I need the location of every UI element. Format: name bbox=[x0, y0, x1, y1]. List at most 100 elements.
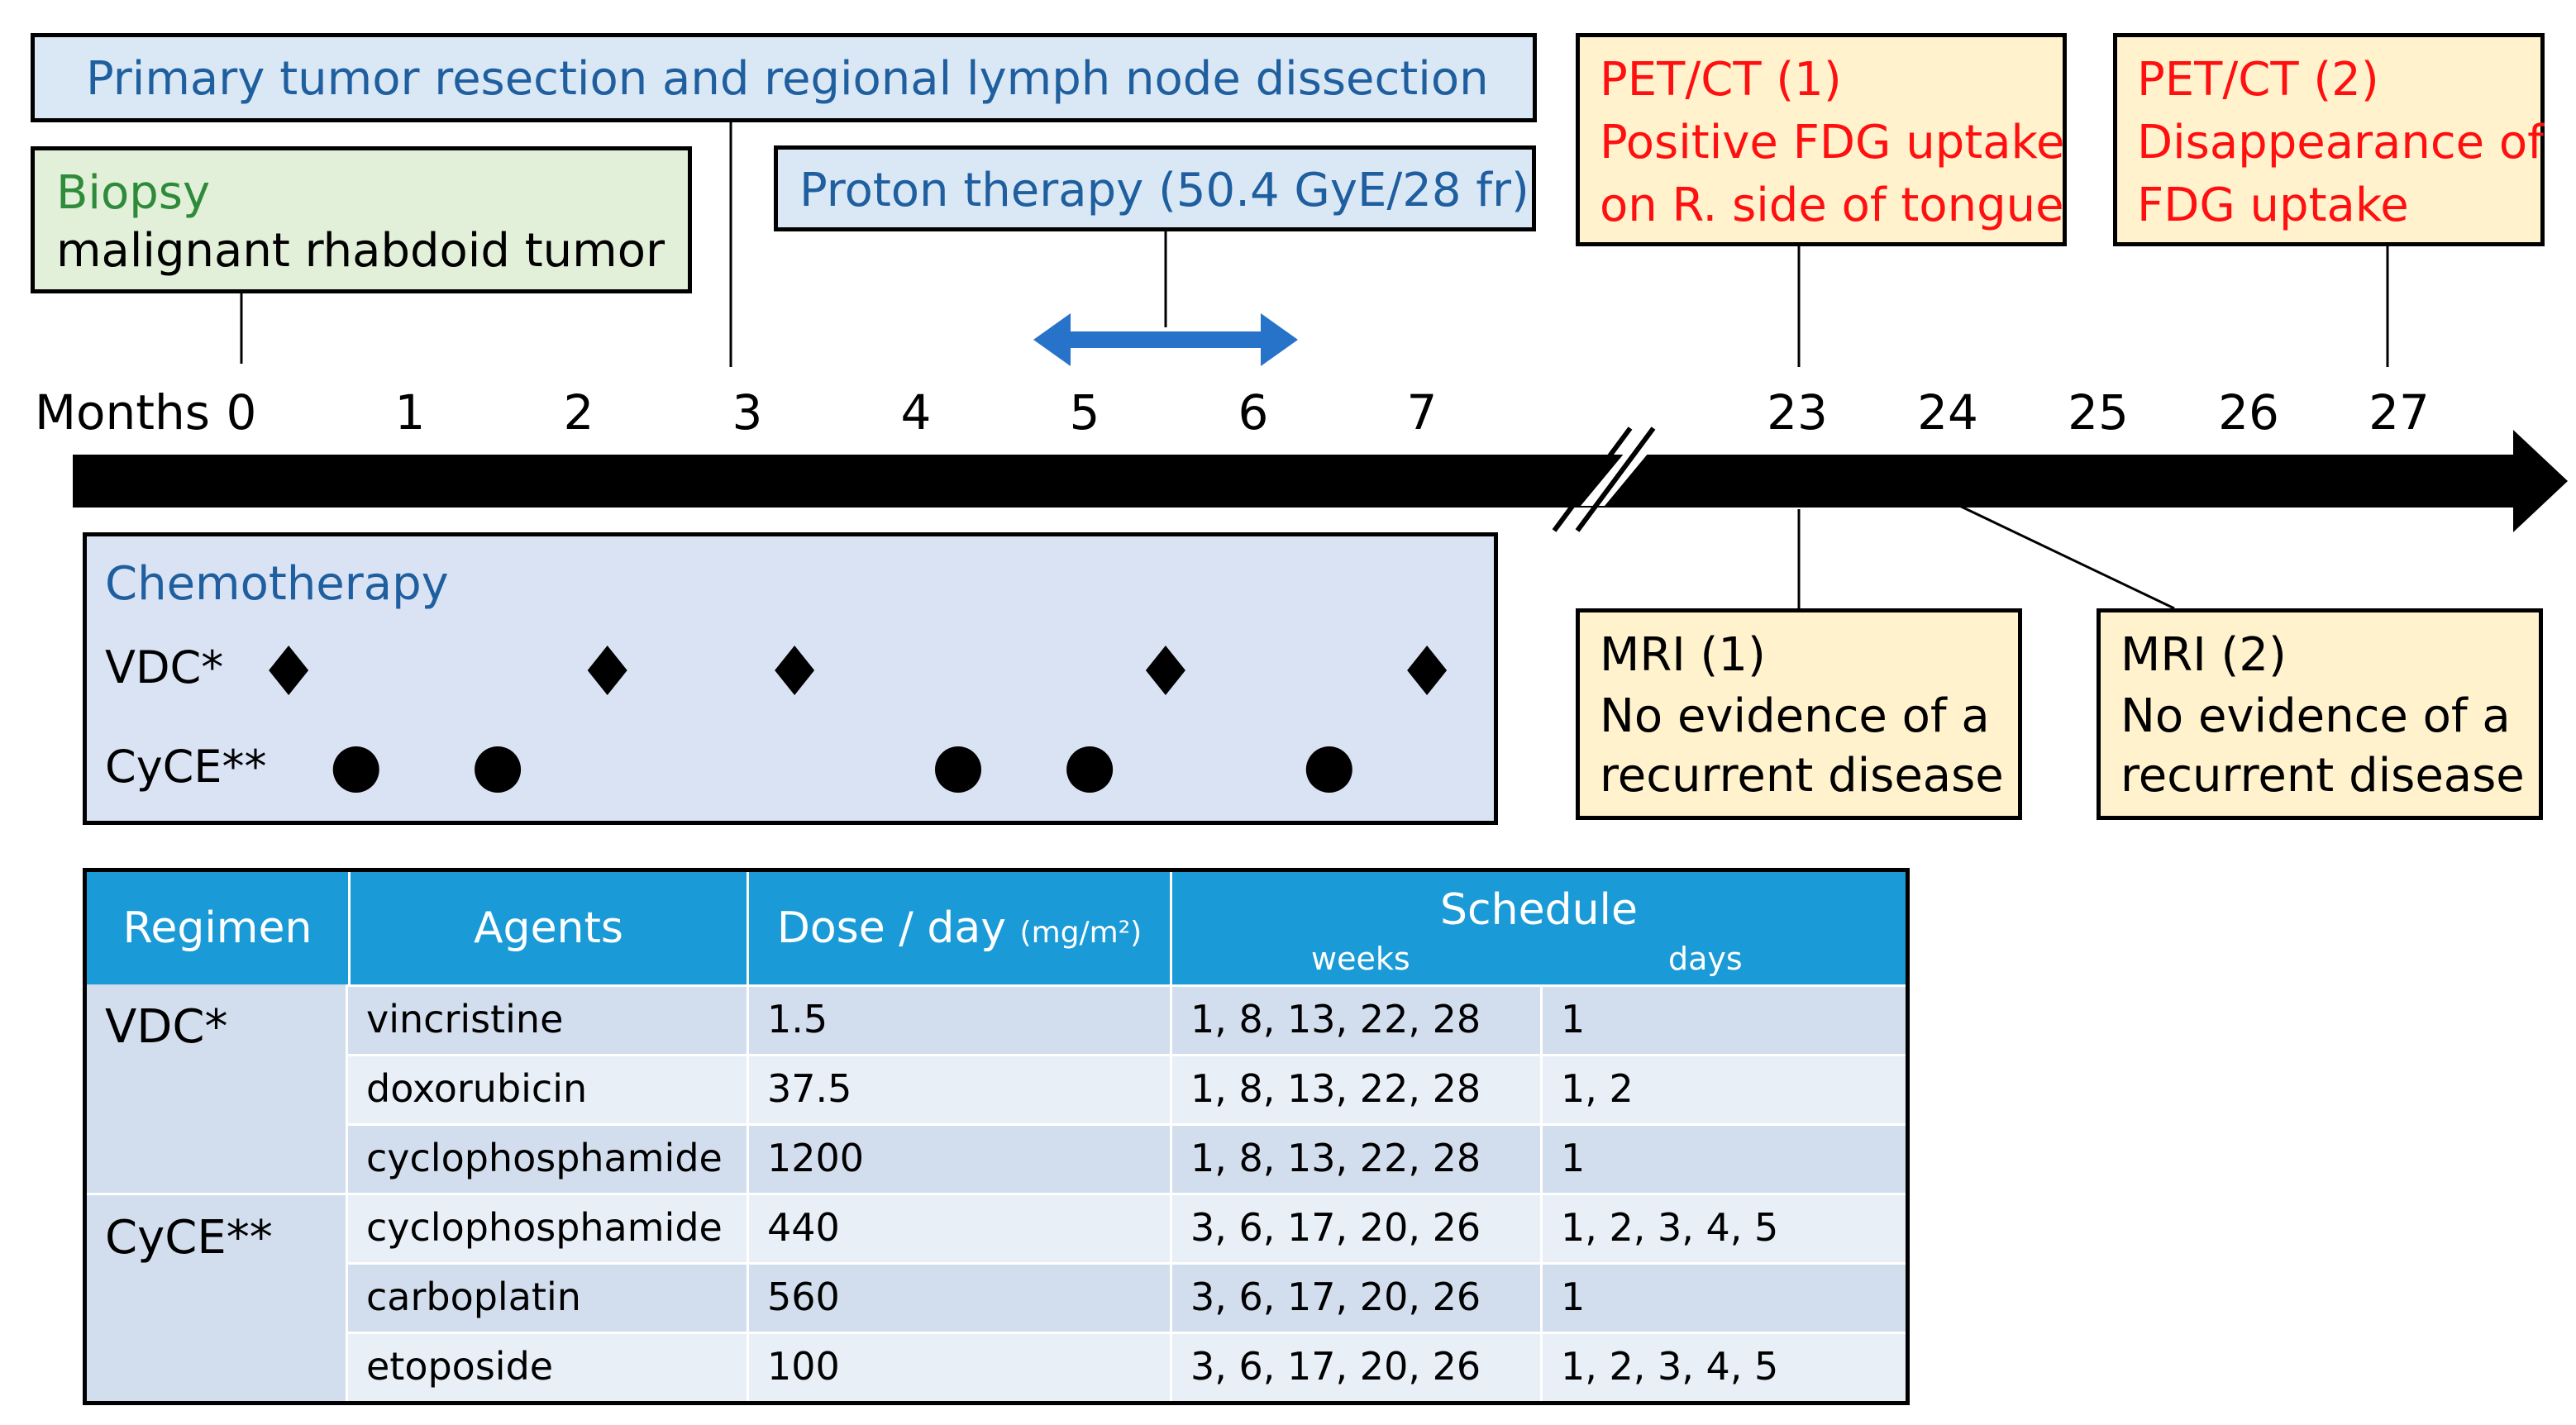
month-tick-label: 27 bbox=[2368, 384, 2430, 441]
table-cell-dose: 1200 bbox=[747, 1126, 1170, 1193]
header-weeks: weeks bbox=[1311, 941, 1410, 977]
month-tick-label: 6 bbox=[1238, 384, 1269, 441]
table-cell-weeks: 3, 6, 17, 20, 26 bbox=[1170, 1265, 1540, 1332]
table-cell-weeks: 3, 6, 17, 20, 26 bbox=[1170, 1195, 1540, 1262]
time-axis-arrow bbox=[73, 430, 2568, 532]
chemo-title: Chemotherapy bbox=[105, 557, 449, 611]
resection-box: Primary tumor resection and regional lym… bbox=[31, 33, 1537, 122]
mri2-line2: recurrent disease bbox=[2120, 749, 2525, 803]
regimen-group-cell: CyCE** bbox=[87, 1193, 348, 1401]
biopsy-box: Biopsy malignant rhabdoid tumor bbox=[31, 146, 692, 293]
axis-label: Months bbox=[35, 384, 211, 441]
table-cell-agent: etoposide bbox=[366, 1344, 554, 1389]
proton-duration-arrow bbox=[1033, 313, 1298, 366]
cyce-dose-marker bbox=[1305, 746, 1352, 793]
table-cell-dose: 560 bbox=[747, 1265, 1170, 1332]
mri2-title: MRI (2) bbox=[2120, 628, 2287, 682]
cyce-dose-marker bbox=[935, 746, 981, 793]
dose-header-label: Dose / day bbox=[776, 903, 1006, 953]
table-cell-days: 1 bbox=[1540, 1265, 1906, 1332]
mri2-line1: No evidence of a bbox=[2120, 689, 2511, 743]
chemotherapy-box: Chemotherapy VDC* CyCE** bbox=[83, 532, 1498, 825]
month-tick-label: 25 bbox=[2068, 384, 2129, 441]
month-tick-label: 7 bbox=[1406, 384, 1438, 441]
pet2-line2: FDG uptake bbox=[2137, 179, 2409, 232]
pet2-title: PET/CT (2) bbox=[2137, 53, 2379, 107]
mri1-line1: No evidence of a bbox=[1600, 689, 1990, 743]
vdc-dose-marker bbox=[775, 646, 815, 695]
table-cell-agent: cyclophosphamide bbox=[366, 1136, 723, 1180]
vdc-dose-marker bbox=[1145, 646, 1185, 695]
table-cell-agent: cyclophosphamide bbox=[366, 1205, 723, 1250]
biopsy-text: malignant rhabdoid tumor bbox=[56, 224, 665, 278]
table-cell-agent: carboplatin bbox=[366, 1275, 581, 1319]
month-tick-label: 3 bbox=[732, 384, 763, 441]
mri1-box: MRI (1) No evidence of a recurrent disea… bbox=[1576, 608, 2022, 820]
month-tick-label: 1 bbox=[394, 384, 426, 441]
month-tick-label: 24 bbox=[1917, 384, 1978, 441]
pet1-box: PET/CT (1) Positive FDG uptake on R. sid… bbox=[1576, 33, 2067, 246]
vdc-dose-marker bbox=[269, 646, 309, 695]
pet1-line1: Positive FDG uptake bbox=[1600, 116, 2065, 169]
regimen-name: CyCE** bbox=[105, 1211, 273, 1265]
table-cell-days: 1, 2, 3, 4, 5 bbox=[1540, 1334, 1906, 1401]
table-cell-weeks: 3, 6, 17, 20, 26 bbox=[1170, 1334, 1540, 1401]
table-cell-weeks: 1, 8, 13, 22, 28 bbox=[1170, 1126, 1540, 1193]
pet2-box: PET/CT (2) Disappearance of FDG uptake bbox=[2113, 33, 2545, 246]
vdc-dose-marker bbox=[1407, 646, 1448, 695]
proton-therapy-box: Proton therapy (50.4 GyE/28 fr) bbox=[774, 145, 1536, 231]
table-cell-weeks: 1, 8, 13, 22, 28 bbox=[1170, 1056, 1540, 1123]
pet2-line1: Disappearance of bbox=[2137, 116, 2544, 169]
header-regimen: Regimen bbox=[87, 872, 348, 984]
mri2-box: MRI (2) No evidence of a recurrent disea… bbox=[2097, 608, 2543, 820]
month-tick-label: 5 bbox=[1069, 384, 1100, 441]
mri1-title: MRI (1) bbox=[1600, 628, 1766, 682]
connector-lines bbox=[240, 122, 2389, 610]
mri1-line2: recurrent disease bbox=[1600, 749, 2004, 803]
table-cell-dose: 37.5 bbox=[747, 1056, 1170, 1123]
regimen-name: VDC* bbox=[105, 1000, 228, 1054]
chemo-markers bbox=[269, 646, 1448, 793]
header-agents: Agents bbox=[348, 872, 747, 984]
table-cell-dose: 1.5 bbox=[747, 987, 1170, 1054]
pet1-title: PET/CT (1) bbox=[1600, 53, 1842, 107]
table-cell-weeks: 1, 8, 13, 22, 28 bbox=[1170, 987, 1540, 1054]
dose-unit-label: (mg/m²) bbox=[1019, 916, 1143, 950]
vdc-row-label: VDC* bbox=[105, 641, 224, 693]
regimen-table: Regimen Agents Dose / day (mg/m²) Schedu… bbox=[83, 868, 1910, 1405]
biopsy-title: Biopsy bbox=[56, 166, 211, 220]
regimen-group-cell: VDC* bbox=[87, 984, 348, 1193]
table-cell-days: 1, 2 bbox=[1540, 1056, 1906, 1123]
month-tick-label: 23 bbox=[1767, 384, 1828, 441]
table-cell-dose: 440 bbox=[747, 1195, 1170, 1262]
cyce-row-label: CyCE** bbox=[105, 741, 267, 793]
table-cell-days: 1, 2, 3, 4, 5 bbox=[1540, 1195, 1906, 1262]
header-days: days bbox=[1668, 941, 1743, 977]
table-cell-days: 1 bbox=[1540, 1126, 1906, 1193]
cyce-dose-marker bbox=[1066, 746, 1114, 793]
proton-label: Proton therapy (50.4 GyE/28 fr) bbox=[799, 164, 1529, 217]
cyce-dose-marker bbox=[475, 746, 522, 793]
month-tick-label: 2 bbox=[563, 384, 594, 441]
month-tick-label: 4 bbox=[900, 384, 932, 441]
table-cell-agent: doxorubicin bbox=[366, 1066, 588, 1111]
pet1-line2: on R. side of tongue bbox=[1600, 179, 2064, 232]
cyce-dose-marker bbox=[332, 746, 379, 793]
vdc-dose-marker bbox=[587, 646, 627, 695]
axis-break-mark bbox=[1552, 427, 1656, 532]
table-cell-agent: vincristine bbox=[366, 997, 564, 1041]
month-tick-label: 0 bbox=[226, 384, 257, 441]
header-schedule: Schedule weeks days bbox=[1170, 872, 1906, 984]
resection-label: Primary tumor resection and regional lym… bbox=[86, 52, 1489, 106]
month-tick-label: 26 bbox=[2218, 384, 2279, 441]
header-dose: Dose / day (mg/m²) bbox=[747, 872, 1170, 984]
table-cell-dose: 100 bbox=[747, 1334, 1170, 1401]
